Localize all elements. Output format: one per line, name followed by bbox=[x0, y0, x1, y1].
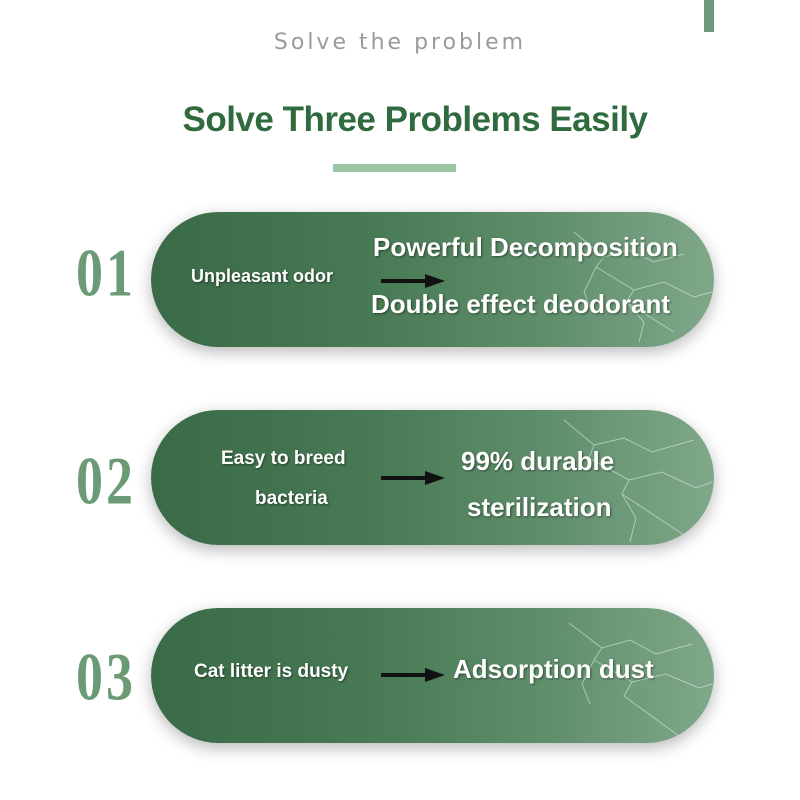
section-subtitle: Solve the problem bbox=[273, 30, 527, 55]
problem-number-1: 01 bbox=[76, 235, 136, 311]
title-underline bbox=[333, 164, 456, 172]
problem-card-1: Unpleasant odor Powerful Decomposition D… bbox=[151, 212, 714, 347]
problem-text-line-2: bacteria bbox=[255, 488, 328, 509]
problem-text: Unpleasant odor bbox=[191, 266, 334, 286]
problem-number-3: 03 bbox=[76, 639, 136, 715]
page-title: Solve Three Problems Easily bbox=[182, 100, 648, 139]
solution-line-1: 99% durable bbox=[461, 446, 615, 476]
arrow-right-icon bbox=[381, 471, 445, 485]
problem-card-3: Cat litter is dusty Adsorption dust bbox=[151, 608, 714, 743]
solution-line-1: Powerful Decomposition bbox=[373, 232, 678, 262]
lightning-icon bbox=[573, 231, 713, 343]
problem-card-2: Easy to breed bacteria 99% durable steri… bbox=[151, 410, 714, 545]
solution-line-2: Double effect deodorant bbox=[371, 289, 671, 319]
problem-number-2: 02 bbox=[76, 443, 136, 519]
problem-text-line-1: Easy to breed bbox=[221, 448, 346, 469]
arrow-right-icon bbox=[381, 274, 445, 288]
problem-text: Cat litter is dusty bbox=[194, 661, 349, 682]
solution-line-2: sterilization bbox=[467, 492, 612, 522]
lightning-icon bbox=[568, 622, 713, 737]
corner-accent-bar bbox=[704, 0, 714, 32]
solution-text: Adsorption dust bbox=[453, 654, 654, 684]
arrow-right-icon bbox=[381, 668, 445, 682]
lightning-icon bbox=[563, 419, 713, 543]
